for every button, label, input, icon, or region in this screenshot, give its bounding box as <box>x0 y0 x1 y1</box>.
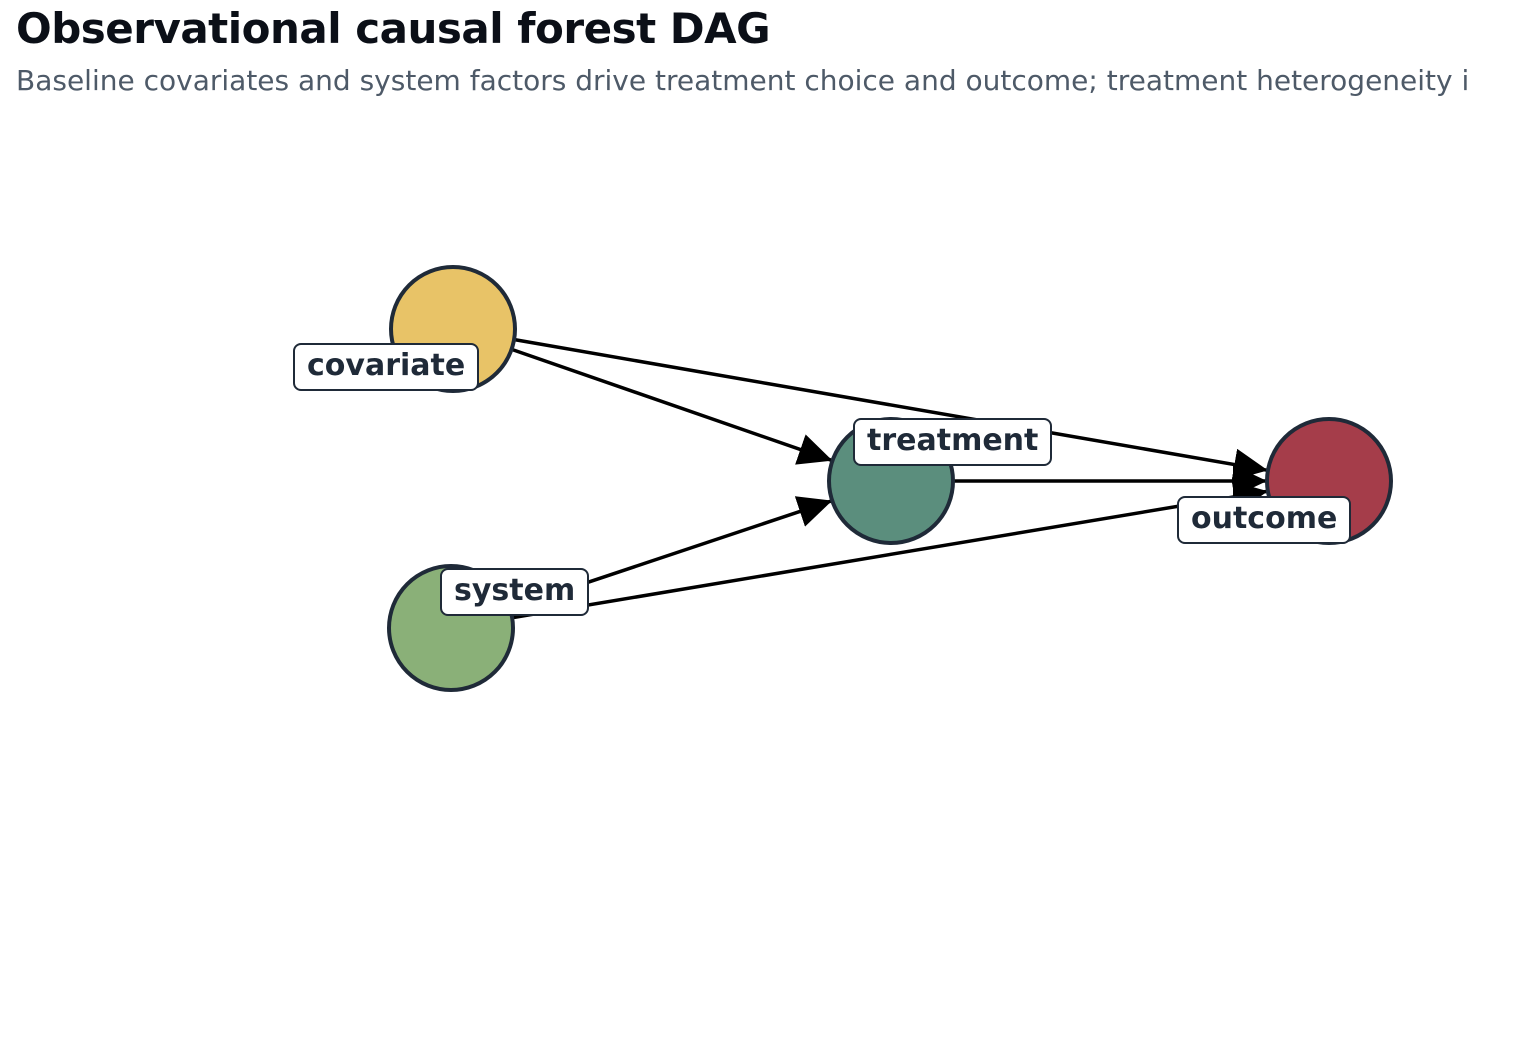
node-label-system: system <box>440 568 590 616</box>
edges-layer <box>508 337 1268 620</box>
node-label-outcome: outcome <box>1177 496 1352 544</box>
page-title: Observational causal forest DAG <box>16 4 771 53</box>
page-subtitle: Baseline covariates and system factors d… <box>16 64 1470 97</box>
edge-covariate-to-outcome <box>512 337 1268 481</box>
edge-system-to-outcome <box>510 481 1268 620</box>
node-label-covariate: covariate <box>293 343 480 391</box>
node-label-treatment: treatment <box>853 418 1053 466</box>
edge-covariate-to-treatment <box>510 347 833 465</box>
